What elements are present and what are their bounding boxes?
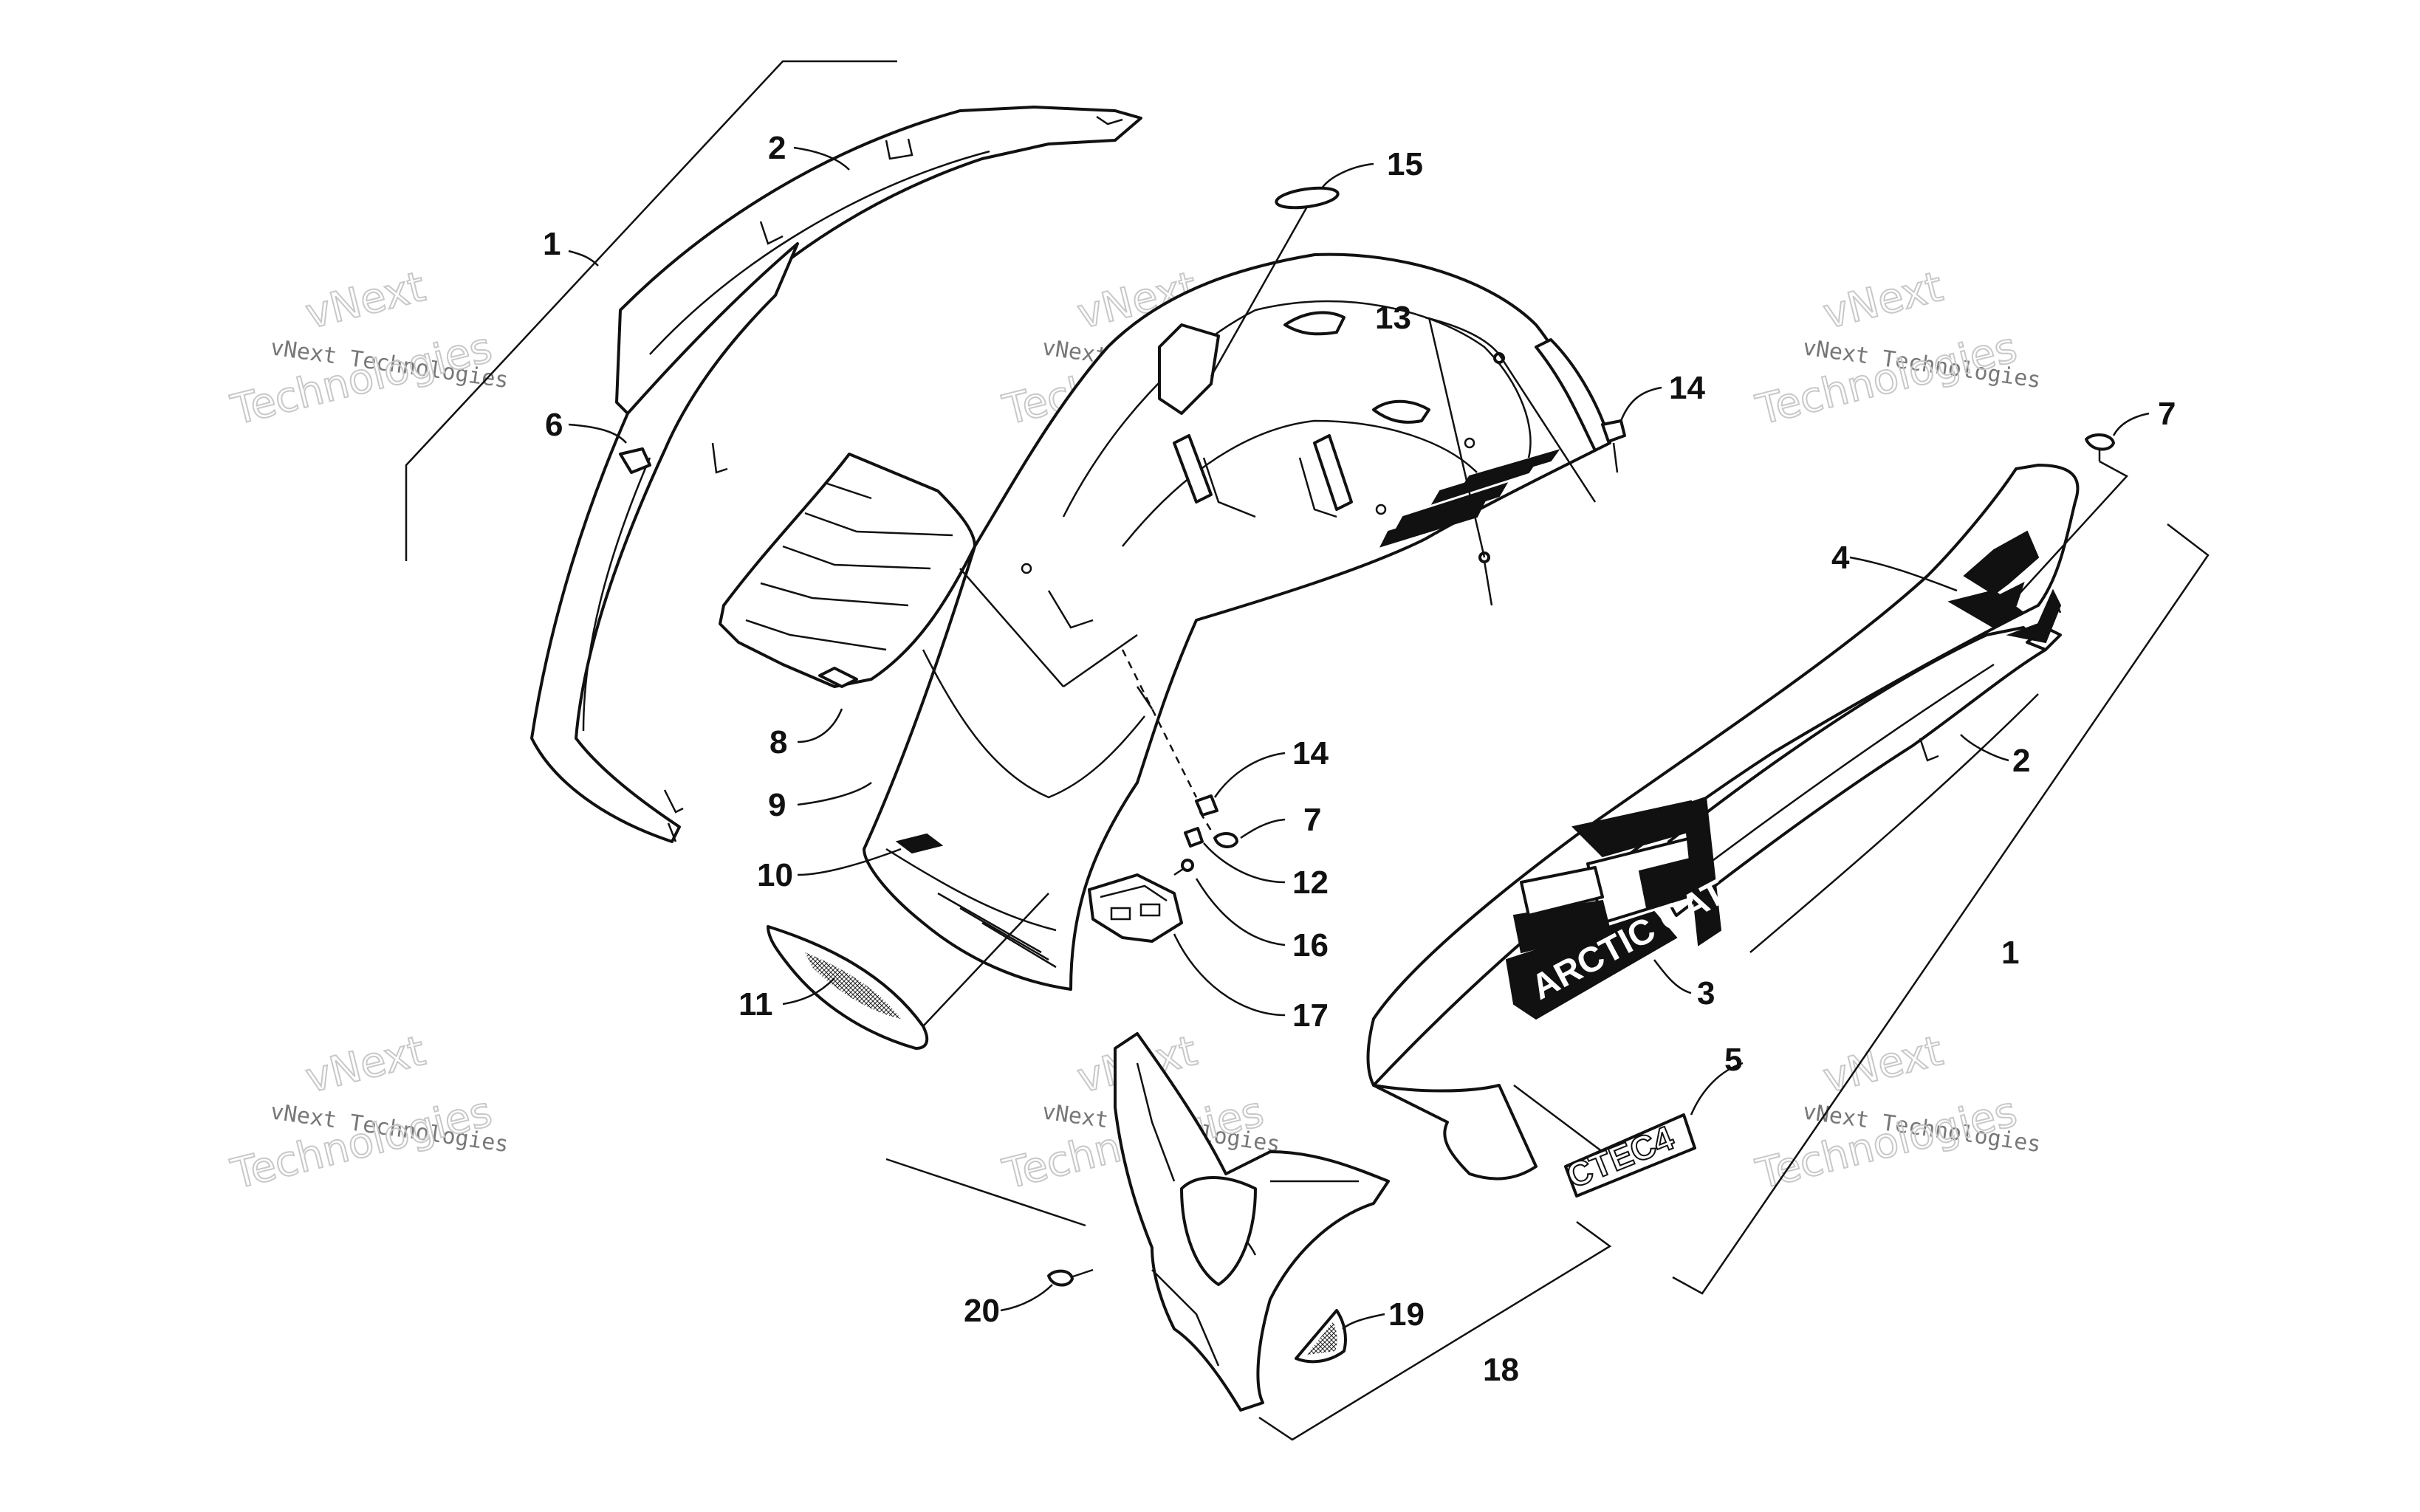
lower-belly-pan (1114, 1032, 1390, 1412)
watermark-bottom-right: vNext vNext Technologies Technologies (1751, 1026, 2043, 1200)
callout-2-right: 2 (2012, 743, 2030, 779)
callout-2-left: 2 (768, 130, 786, 166)
callout-7-mid: 7 (1303, 802, 1321, 838)
watermark-bottom-left: vNext vNext Technologies Technologies (226, 1026, 510, 1200)
callout-14-mid: 14 (1292, 735, 1329, 772)
hood-nose (863, 252, 1611, 991)
callout-numbers: 1 2 6 8 9 10 11 15 13 14 14 7 12 16 17 7… (543, 130, 2176, 1388)
leader-lines (568, 146, 2150, 1330)
callout-3: 3 (1697, 975, 1715, 1011)
callout-5: 5 (1724, 1042, 1742, 1078)
callout-19: 19 (1388, 1296, 1425, 1333)
hidden-line (1199, 811, 1213, 831)
callout-14-top: 14 (1669, 370, 1705, 406)
screw-20 (1047, 1268, 1094, 1287)
callout-1-right: 1 (2001, 935, 2019, 971)
watermark-top-right: vNext vNext Technologies Technologies (1751, 262, 2043, 436)
decal-5: CTEC4 (1560, 1113, 1696, 1197)
decal-3: ARCTIC CAT (1505, 796, 1732, 1020)
callout-7-right: 7 (2158, 396, 2176, 432)
watermark-text: vNext (301, 263, 430, 339)
callout-4: 4 (1831, 540, 1850, 576)
screw-mid (1213, 832, 1238, 848)
watermark-text: Technologies (227, 323, 497, 434)
watermark-text: vNext (301, 1027, 430, 1103)
assembly-bracket-right (1672, 523, 2210, 1295)
mesh-grille (767, 925, 929, 1050)
assembly-bracket-bottom (1258, 1220, 1612, 1441)
bracket-17 (1088, 873, 1183, 943)
clip-nut-mid (1195, 794, 1218, 817)
watermark-text: Technologies (1752, 323, 2022, 434)
callout-18: 18 (1483, 1352, 1519, 1388)
watermark-text: Technologies (227, 1087, 497, 1198)
watermark-text: vNext (1819, 1027, 1947, 1103)
callout-10: 10 (757, 857, 793, 893)
callout-17: 17 (1292, 997, 1329, 1034)
vent-insert (719, 453, 976, 688)
clip-nut-top (1601, 419, 1626, 443)
callout-13: 13 (1375, 300, 1411, 336)
callout-12: 12 (1292, 865, 1329, 901)
nose-badge (895, 833, 944, 854)
callout-8: 8 (769, 724, 787, 760)
callout-1-left: 1 (543, 226, 561, 262)
decal-4 (1947, 530, 2062, 644)
push-rivet (2085, 433, 2115, 461)
watermark-text: Technologies (1752, 1087, 2022, 1198)
side-panel-right (1366, 464, 2080, 1181)
callout-15: 15 (1387, 146, 1423, 182)
mesh-insert (1295, 1309, 1347, 1364)
spacer-12 (1184, 827, 1204, 848)
watermark-text: vNext (1819, 263, 1947, 339)
watermark-top-left: vNext vNext Technologies Technologies (226, 262, 510, 436)
callout-6: 6 (545, 407, 563, 443)
callout-9: 9 (768, 787, 786, 823)
decal-model-text: CTEC4 (1561, 1118, 1679, 1195)
callout-20: 20 (964, 1293, 1000, 1329)
side-panel-left (530, 242, 799, 843)
screw-16 (1173, 859, 1194, 876)
hidden-line (1121, 649, 1198, 798)
callout-11: 11 (738, 986, 773, 1023)
callout-16: 16 (1292, 927, 1329, 963)
oval-cap (1275, 186, 1340, 210)
